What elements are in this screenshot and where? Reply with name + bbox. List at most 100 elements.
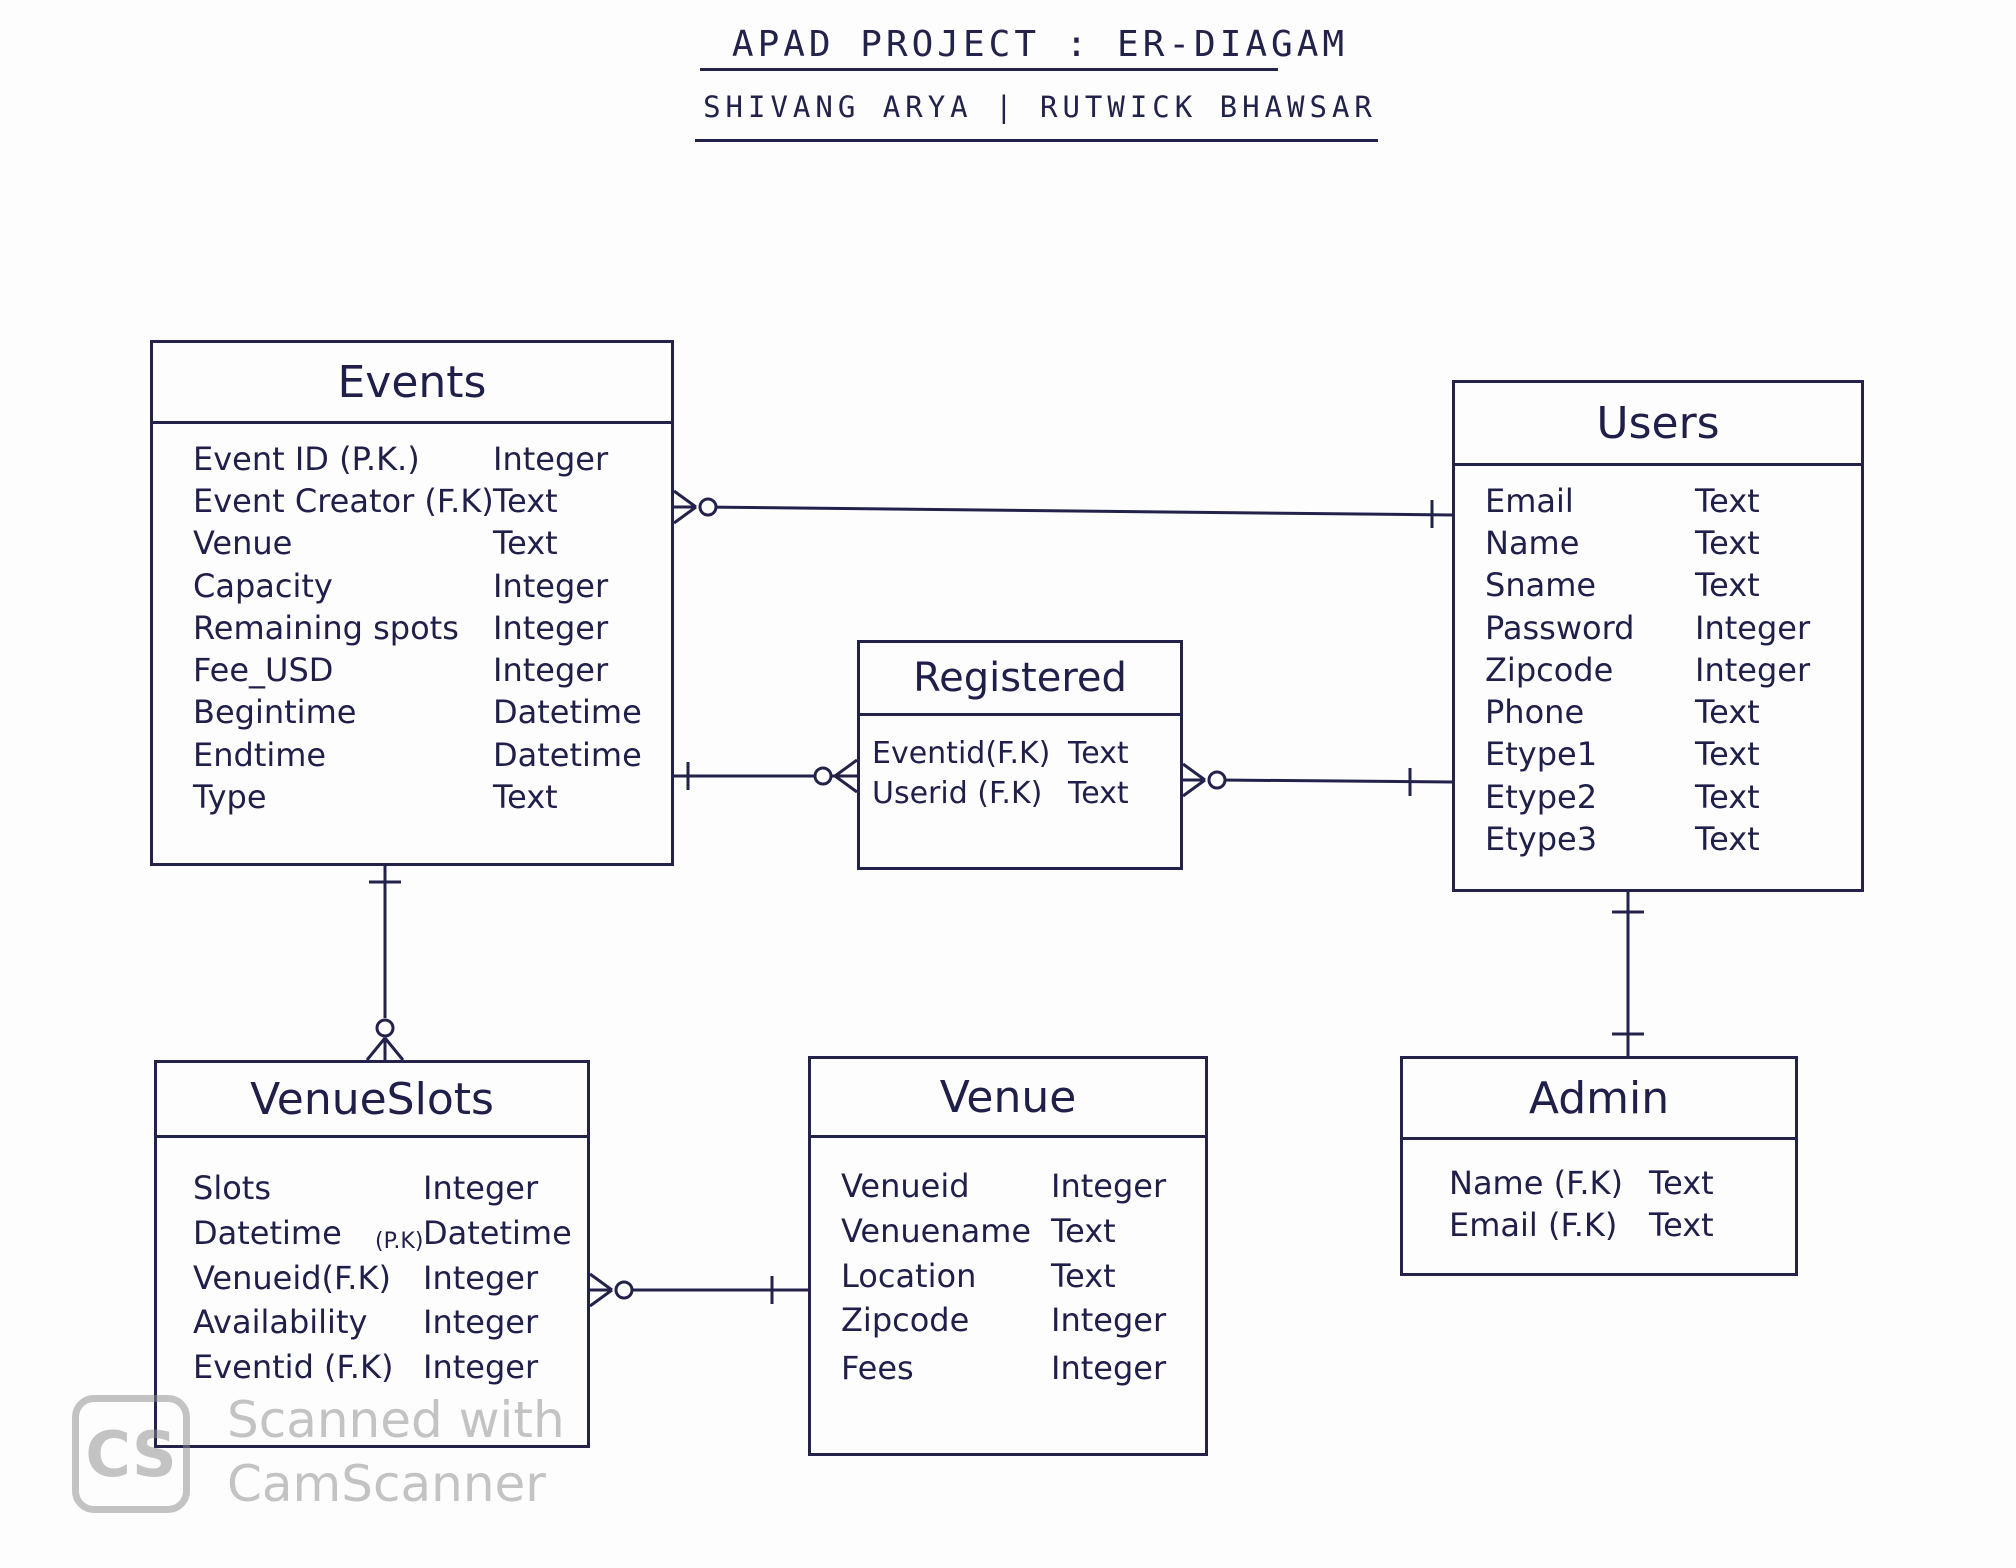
- attribute-name: Location: [841, 1256, 977, 1295]
- attribute-row: Eventid (F.K) Integer: [193, 1345, 587, 1390]
- attribute-name: Name (F.K): [1449, 1164, 1623, 1202]
- attribute-name: Event ID (P.K.): [193, 440, 420, 478]
- rel-venueslots-venue-crowfoot: [589, 1272, 613, 1292]
- attribute-name: Password: [1485, 608, 1635, 647]
- watermark-line-1: Scanned with: [227, 1391, 565, 1449]
- attribute-name: Type: [193, 777, 267, 816]
- attribute-name: Eventid (F.K): [193, 1348, 394, 1387]
- attribute-name: Remaining spots: [193, 608, 459, 647]
- attribute-type: Integer: [493, 608, 609, 647]
- rel-registered-users: [1219, 778, 1453, 784]
- entity-registered: Registered Eventid(F.K)Text Userid (F.K)…: [857, 640, 1183, 870]
- authors-underline: [695, 139, 1378, 142]
- attribute-type: Integer: [423, 1348, 539, 1387]
- attribute-row: Userid (F.K) Text: [872, 774, 1180, 814]
- attribute-type: Text: [1695, 566, 1760, 605]
- composite-key-note: (P.K): [375, 1229, 424, 1254]
- attribute-type: Text: [1695, 524, 1760, 563]
- attribute-type: Text: [1068, 736, 1129, 771]
- attribute-name: Begintime: [193, 693, 357, 732]
- attribute-name: Venueid: [841, 1167, 970, 1205]
- attribute-name: Event Creator (F.K): [193, 482, 494, 521]
- attribute-type: Datetime: [423, 1213, 572, 1252]
- attribute-type: Text: [1068, 775, 1129, 811]
- attribute-row: Password Integer: [1485, 607, 1861, 649]
- entity-admin: Admin Name (F.K)Text Email (F.K)Text: [1400, 1056, 1798, 1276]
- attribute-type: Integer: [1695, 650, 1811, 689]
- entity-venue-title: Venue: [811, 1059, 1205, 1138]
- diagram-title: APAD PROJECT : ER-DIAGAM: [731, 24, 1349, 65]
- attribute-name: Venueid(F.K): [193, 1258, 391, 1297]
- attribute-row: Availability Integer: [193, 1300, 587, 1345]
- attribute-type: Integer: [423, 1303, 539, 1342]
- attribute-name: Etype3: [1485, 819, 1598, 858]
- attribute-row: Location Text: [841, 1254, 1205, 1299]
- attribute-type: Text: [493, 524, 558, 563]
- attribute-name: Fees: [841, 1349, 914, 1388]
- attribute-row: Venue Text: [193, 522, 671, 564]
- attribute-type: Integer: [1051, 1301, 1167, 1340]
- attribute-row: Fees Integer: [841, 1343, 1205, 1394]
- rel-events-users-crowfoot: [673, 505, 697, 525]
- attribute-type: Text: [1695, 735, 1760, 774]
- attribute-name: Venuename: [841, 1211, 1032, 1250]
- attribute-type: Text: [1649, 1206, 1714, 1245]
- attribute-row: Event Creator (F.K)Text: [193, 480, 671, 522]
- attribute-name: Sname: [1485, 566, 1597, 605]
- attribute-type: Integer: [493, 651, 609, 690]
- entity-registered-attributes: Eventid(F.K)Text Userid (F.K) Text: [860, 716, 1180, 813]
- attribute-type: Text: [493, 482, 558, 521]
- rel-venueslots-venue-crowfoot: [589, 1288, 613, 1308]
- attribute-type: Integer: [423, 1258, 539, 1297]
- entity-events-title: Events: [153, 343, 671, 424]
- rel-registered-users-crowfoot: [1182, 778, 1206, 798]
- attribute-name: Fee_USD: [193, 651, 334, 690]
- rel-events-registered-crowfoot-circle: [813, 766, 833, 786]
- camscanner-logo-icon: CS: [72, 1395, 190, 1513]
- entity-venueslots-title: VenueSlots: [157, 1063, 587, 1138]
- attribute-row: Sname Text: [1485, 564, 1861, 606]
- title-underline: [700, 68, 1278, 71]
- rel-events-users: [699, 505, 1453, 517]
- attribute-type: Datetime: [493, 693, 642, 732]
- attribute-type: Integer: [1051, 1349, 1167, 1388]
- entity-events-attributes: Event ID (P.K.) Integer Event Creator (F.…: [153, 424, 671, 818]
- attribute-type: Integer: [1695, 608, 1811, 647]
- attribute-name: Availability: [193, 1303, 368, 1342]
- attribute-name: Venue: [193, 524, 293, 563]
- attribute-name: Endtime: [193, 735, 327, 774]
- rel-registered-users-crowfoot: [1182, 762, 1206, 782]
- attribute-type: Text: [1695, 819, 1760, 858]
- rel-events-venueslots-crowfoot: [383, 1037, 405, 1061]
- attribute-row: Remaining spots Integer: [193, 607, 671, 649]
- attribute-name: Slots: [193, 1169, 271, 1207]
- attribute-type: Text: [1695, 693, 1760, 732]
- attribute-row: Fee_USD Integer: [193, 649, 671, 691]
- attribute-type: Text: [1051, 1256, 1116, 1295]
- attribute-name: Email (F.K): [1449, 1206, 1618, 1245]
- rel-events-registered-crowfoot: [834, 774, 858, 794]
- attribute-name: Userid (F.K): [872, 775, 1043, 811]
- attribute-type: Integer: [493, 566, 609, 605]
- attribute-type: Text: [493, 777, 558, 816]
- attribute-row: Eventid(F.K)Text: [872, 734, 1180, 774]
- attribute-name: Zipcode: [1485, 650, 1614, 689]
- attribute-name: Email: [1485, 482, 1574, 520]
- rel-venueslots-venue-crowfoot-circle: [614, 1280, 634, 1300]
